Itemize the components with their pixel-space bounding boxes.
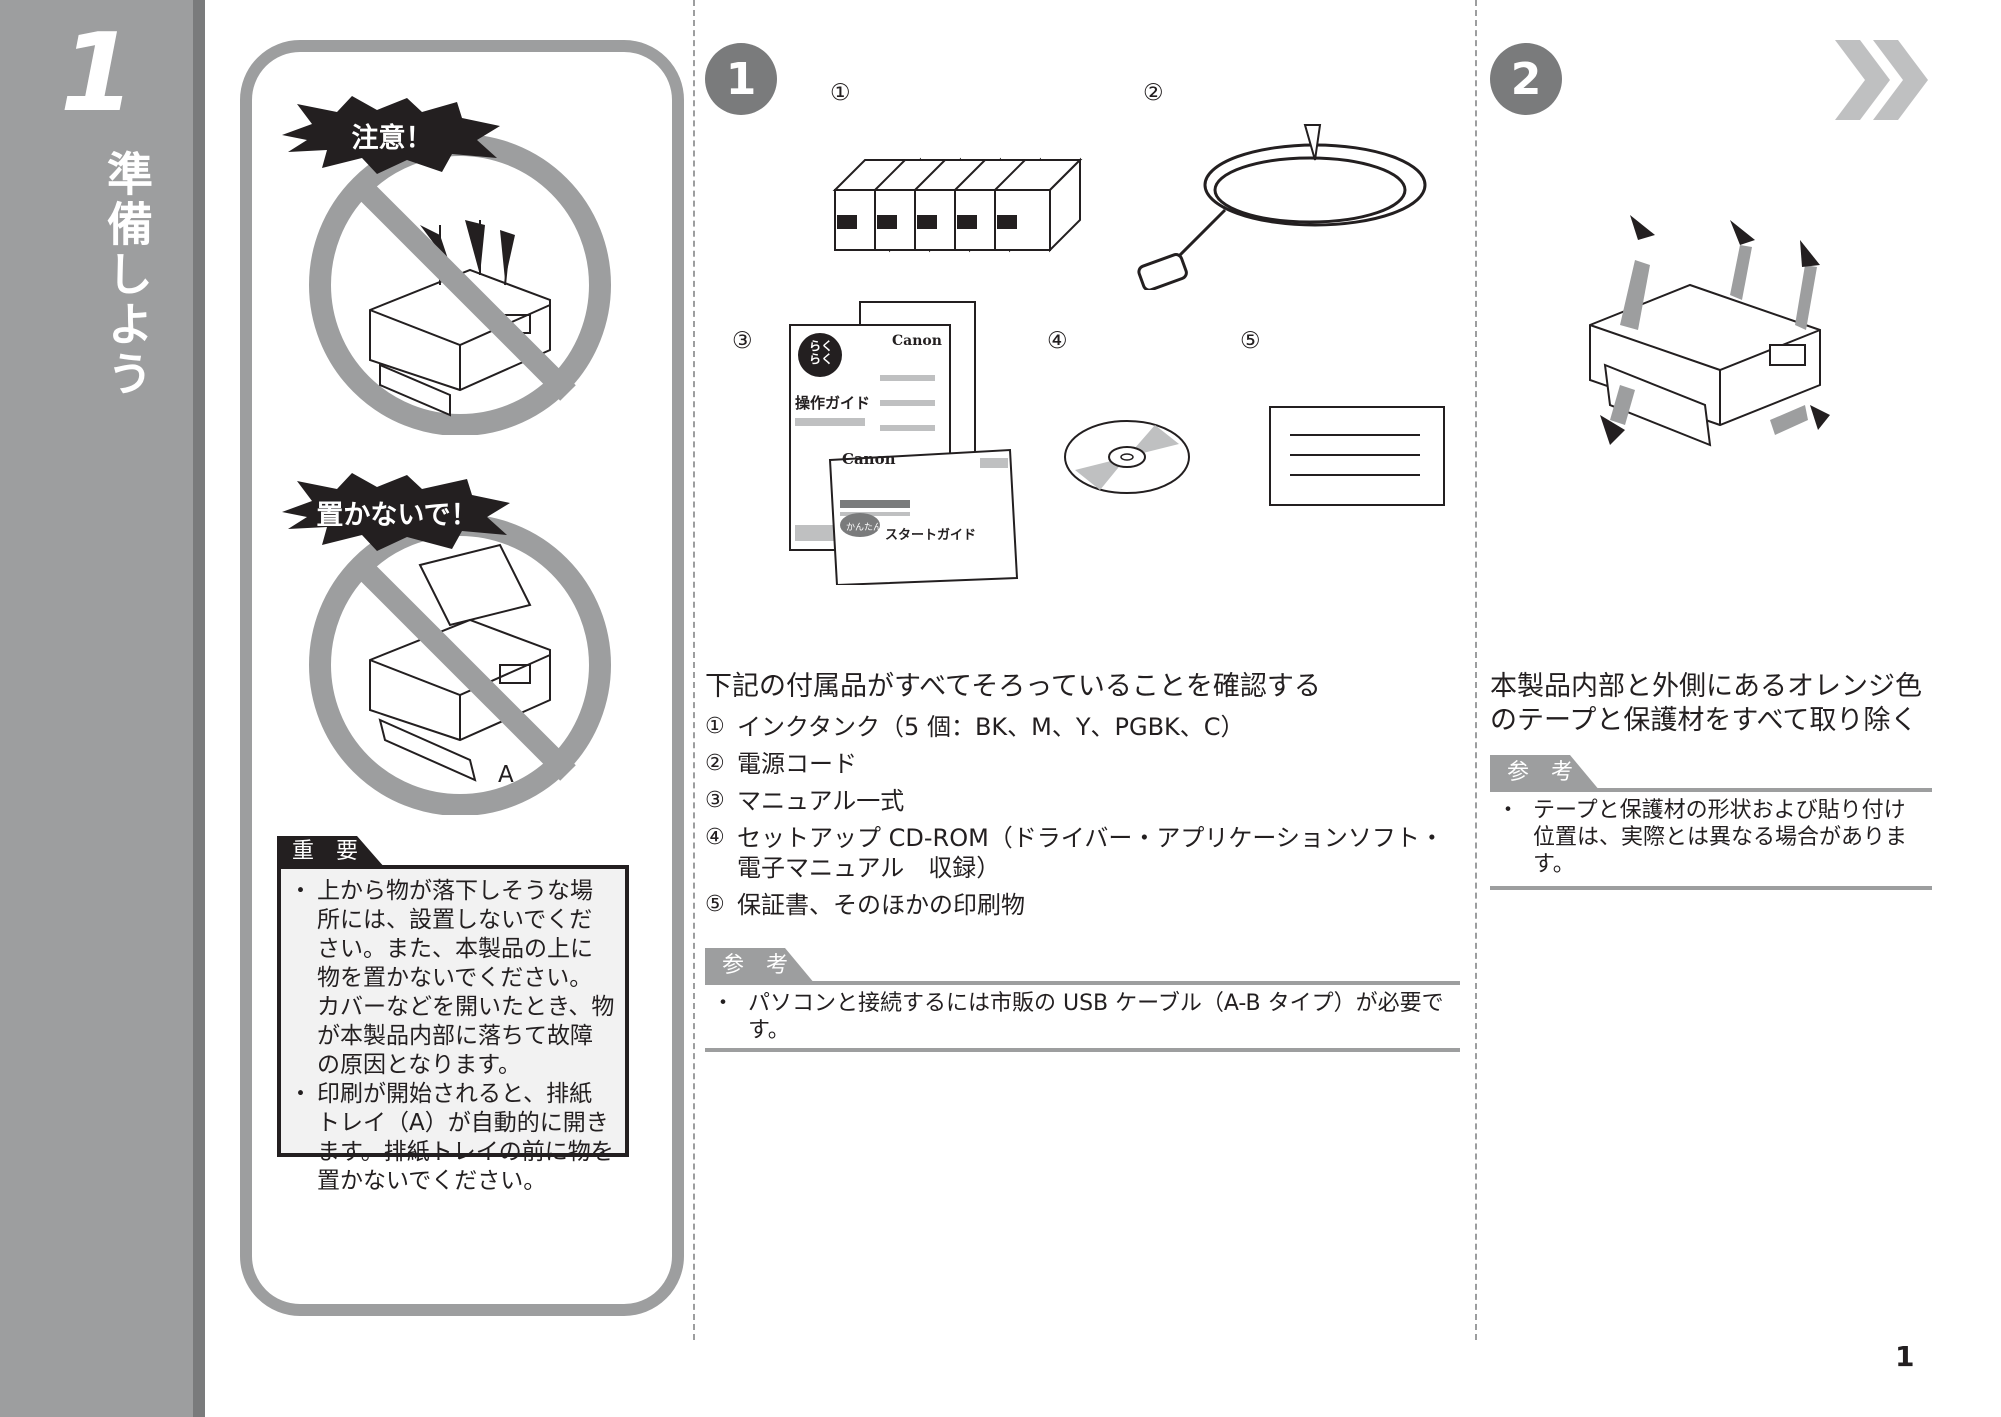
column-divider (1475, 0, 1477, 1340)
manual-title: 操作ガイド (795, 394, 871, 412)
reference-tab-shape (705, 948, 815, 984)
marker-1: ① (830, 80, 851, 106)
next-page-arrows-icon (1835, 40, 1928, 120)
reference-tab-shape (1490, 755, 1600, 791)
page-number: 1 (1895, 1340, 1915, 1373)
tray-label-a: A (498, 762, 514, 788)
cd-rom-illustration (1064, 420, 1190, 494)
important-tab: 重 要 (292, 839, 359, 864)
ink-tanks-illustration (832, 157, 1083, 253)
guide-brand: Canon (842, 450, 896, 468)
important-item: 印刷が開始されると、排紙トレイ（A）が自動的に開きます。排紙トレイの前に物を置か… (289, 1080, 615, 1196)
manual-raku-badge: らく らく (808, 339, 833, 366)
reference-top-rule (705, 981, 1460, 985)
important-tab-shape (277, 836, 385, 868)
marker-5: ⑤ (1240, 328, 1261, 354)
marker-3: ③ (732, 328, 753, 354)
marker-4: ④ (1047, 328, 1068, 354)
do-not-place-label: 置かないで！ (316, 499, 478, 531)
marker-2: ② (1143, 80, 1164, 106)
guide-title: スタートガイド (885, 528, 977, 543)
reference-note: ・パソコンと接続するには市販の USB ケーブル（A-B タイプ）が必要です。 (712, 991, 1444, 1043)
chapter-side-band (0, 0, 205, 1417)
important-box: 上から物が落下しそうな場所には、設置しないでください。また、本製品の上に物を置か… (277, 865, 629, 1194)
reference-top-rule (1490, 788, 1932, 792)
manuals-illustration (789, 301, 1019, 585)
step-1-badge: 1 (705, 43, 777, 115)
printer-tape-illustration (1589, 215, 1830, 447)
chapter-number: 1 (59, 11, 136, 136)
reference-tab: 参 考 (1507, 760, 1574, 785)
do-not-place-burst (282, 473, 510, 551)
reference-note: ・テープと保護材の形状および貼り付け位置は、実際とは異なる場合があります。 (1497, 798, 1908, 877)
reference-bottom-rule (705, 1048, 1460, 1052)
step-1-title: 下記の付属品がすべてそろっていることを確認する (705, 671, 1321, 702)
manual-brand: Canon (892, 333, 942, 349)
caution-top-illustration (309, 134, 611, 435)
guide-kantan: かんたん (846, 523, 883, 533)
chapter-title: 準備しよう (100, 150, 154, 400)
reference-tab: 参 考 (722, 953, 789, 978)
column-divider (693, 0, 695, 1340)
power-cord-illustration (1137, 124, 1427, 290)
important-item: 上から物が落下しそうな場所には、設置しないでください。また、本製品の上に物を置か… (289, 877, 615, 1080)
step-2-badge: 2 (1490, 43, 1562, 115)
caution-burst-top (282, 96, 500, 174)
warranty-sheet-illustration (1269, 406, 1445, 506)
step-2-title: 本製品内部と外側にあるオレンジ色のテープと保護材をすべて取り除く (1490, 671, 1922, 736)
caution-label: 注意！ (351, 122, 433, 154)
reference-bottom-rule (1490, 886, 1932, 890)
